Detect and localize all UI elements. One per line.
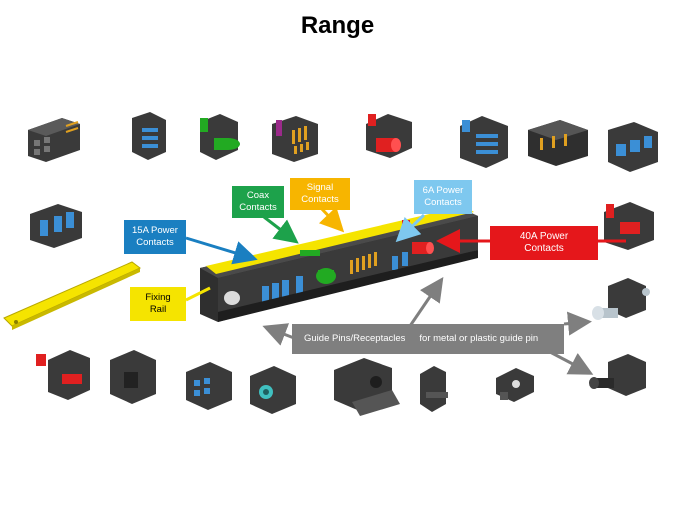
callout-signal-line1: Signal	[306, 182, 334, 193]
assembled-connector	[200, 206, 478, 322]
page-title: Range	[300, 12, 375, 39]
callout-40a-power-contacts: 40A Power Contacts	[490, 226, 598, 260]
callout-15a-power-line1: 15A Power	[132, 225, 178, 236]
callout-guide-label: Guide Pins/Receptacles	[304, 333, 406, 344]
arrow-15a-power	[185, 236, 258, 265]
module-blue-bottom	[186, 362, 232, 410]
arrow-guide-up	[408, 277, 444, 327]
module-gold-housing	[528, 120, 588, 166]
module-power-red	[366, 114, 412, 158]
callout-fixing-rail-line2: Rail	[149, 304, 167, 315]
module-coax-green	[200, 114, 240, 160]
module-blue-contacts-2	[460, 116, 508, 168]
arrow-guide-right-down	[549, 350, 594, 375]
callout-signal-line2: Contacts	[301, 194, 339, 205]
fixing-rail	[3, 261, 141, 330]
callout-15a-power-line2: Contacts	[136, 237, 174, 248]
callout-40a-power-line1: 40A Power	[519, 231, 569, 242]
module-red-right	[604, 202, 654, 250]
arrow-fixing-rail	[185, 286, 211, 302]
module-housing-bottom-1	[110, 350, 156, 404]
arrow-6a-power	[395, 213, 426, 243]
module-guide-clip-1	[420, 366, 448, 412]
callout-6a-power-line2: Contacts	[424, 197, 462, 208]
module-coax-bottom	[250, 366, 296, 414]
callout-guide-pins-receptacles: Guide Pins/Receptacles for metal or plas…	[292, 324, 564, 354]
callout-6a-power-line1: 6A Power	[422, 185, 464, 196]
arrow-guide-right-up	[563, 311, 592, 336]
module-guide-pin-metal	[592, 278, 650, 320]
callout-15a-power-contacts: 15A Power Contacts	[124, 220, 186, 254]
callout-coax-line2: Contacts	[239, 202, 277, 213]
callout-guide-note: for metal or plastic guide pin	[419, 333, 539, 344]
module-guide-clip-2	[496, 368, 534, 402]
module-guide-pin-plastic	[589, 354, 646, 396]
arrow-signal	[318, 205, 345, 233]
callout-signal-contacts: Signal Contacts	[290, 178, 350, 210]
arrow-coax	[263, 215, 299, 244]
module-signal-block	[28, 118, 80, 162]
callout-fixing-rail-line1: Fixing	[145, 292, 171, 303]
module-signal-gold	[272, 116, 318, 162]
callout-fixing-rail: Fixing Rail	[130, 287, 186, 321]
module-blue-housing-right	[608, 122, 658, 172]
module-blue-contacts-1	[132, 112, 166, 160]
module-guide-receptacle	[334, 358, 400, 416]
callout-coax-contacts: Coax Contacts	[232, 186, 284, 218]
module-red-bottom-left	[36, 350, 90, 400]
callout-6a-power-contacts: 6A Power Contacts	[414, 180, 472, 214]
callout-40a-power-line2: Contacts	[524, 243, 564, 254]
module-blue-left	[30, 204, 82, 248]
arrow-guide-left	[262, 323, 295, 346]
callout-coax-line1: Coax	[246, 190, 270, 201]
